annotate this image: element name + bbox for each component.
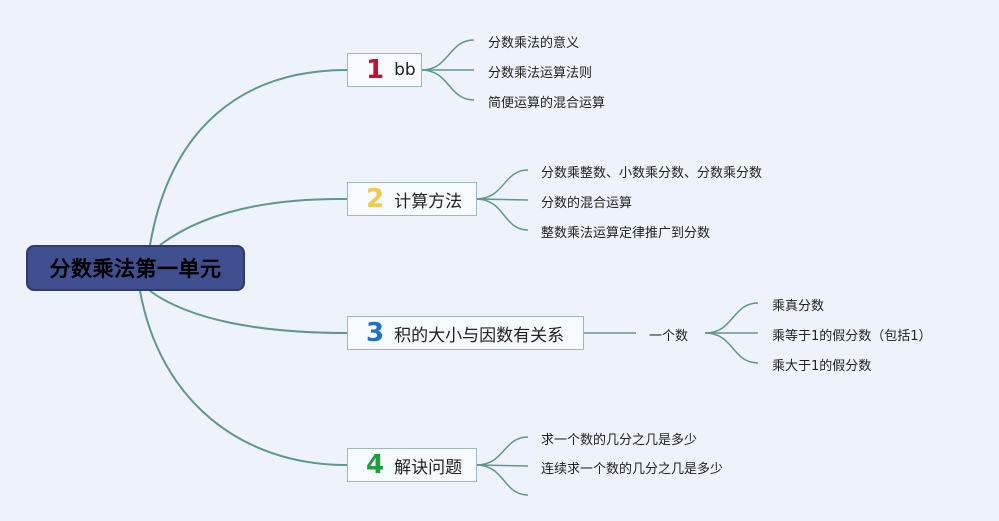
- leaf-3-3[interactable]: 乘大于1的假分数: [772, 359, 872, 374]
- leaf-3-2[interactable]: 乘等于1的假分数（包括1）: [772, 329, 932, 344]
- branch-label-2: 计算方法: [394, 191, 463, 212]
- leaf-3-1[interactable]: 乘真分数: [772, 299, 825, 314]
- connector-root-branch-2: [159, 197, 348, 246]
- branch-node-4[interactable]: 4 解诀问题: [347, 448, 477, 482]
- leaf-2-3[interactable]: 整数乘法运算定律推广到分数: [541, 226, 711, 241]
- connector-root-branch-3: [149, 290, 348, 334]
- branch-node-2[interactable]: 2 计算方法: [347, 182, 477, 216]
- branch-number-1: 1: [366, 55, 385, 85]
- leaf-2-1[interactable]: 分数乘整数、小数乘分数、分数乘分数: [541, 166, 763, 181]
- branch-label-1: bb: [394, 60, 416, 80]
- sub-node-3[interactable]: 一个数: [649, 329, 689, 344]
- connector-root-branch-1: [149, 69, 348, 246]
- branch-number-4: 4: [366, 450, 385, 480]
- leaf-2-2[interactable]: 分数的混合运算: [541, 196, 633, 211]
- leaf-1-1[interactable]: 分数乘法的意义: [488, 36, 580, 51]
- root-node[interactable]: 分数乘法第一单元: [26, 245, 245, 291]
- leaf-4-2[interactable]: 连续求一个数的几分之几是多少: [541, 462, 724, 477]
- leaf-1-2[interactable]: 分数乘法运算法则: [488, 66, 593, 81]
- branch-label-3: 积的大小与因数有关系: [394, 325, 565, 346]
- leaf-1-3[interactable]: 简便运算的混合运算: [488, 96, 606, 111]
- connector-root-branch-4: [139, 290, 348, 466]
- root-title: 分数乘法第一单元: [49, 257, 222, 281]
- branch-label-4: 解诀问题: [394, 457, 463, 478]
- branch-number-3: 3: [366, 318, 385, 348]
- leaf-4-1[interactable]: 求一个数的几分之几是多少: [541, 433, 698, 448]
- branch-node-1[interactable]: 1 bb: [347, 53, 422, 87]
- branch-number-2: 2: [366, 184, 385, 214]
- branch-node-3[interactable]: 3 积的大小与因数有关系: [347, 316, 584, 350]
